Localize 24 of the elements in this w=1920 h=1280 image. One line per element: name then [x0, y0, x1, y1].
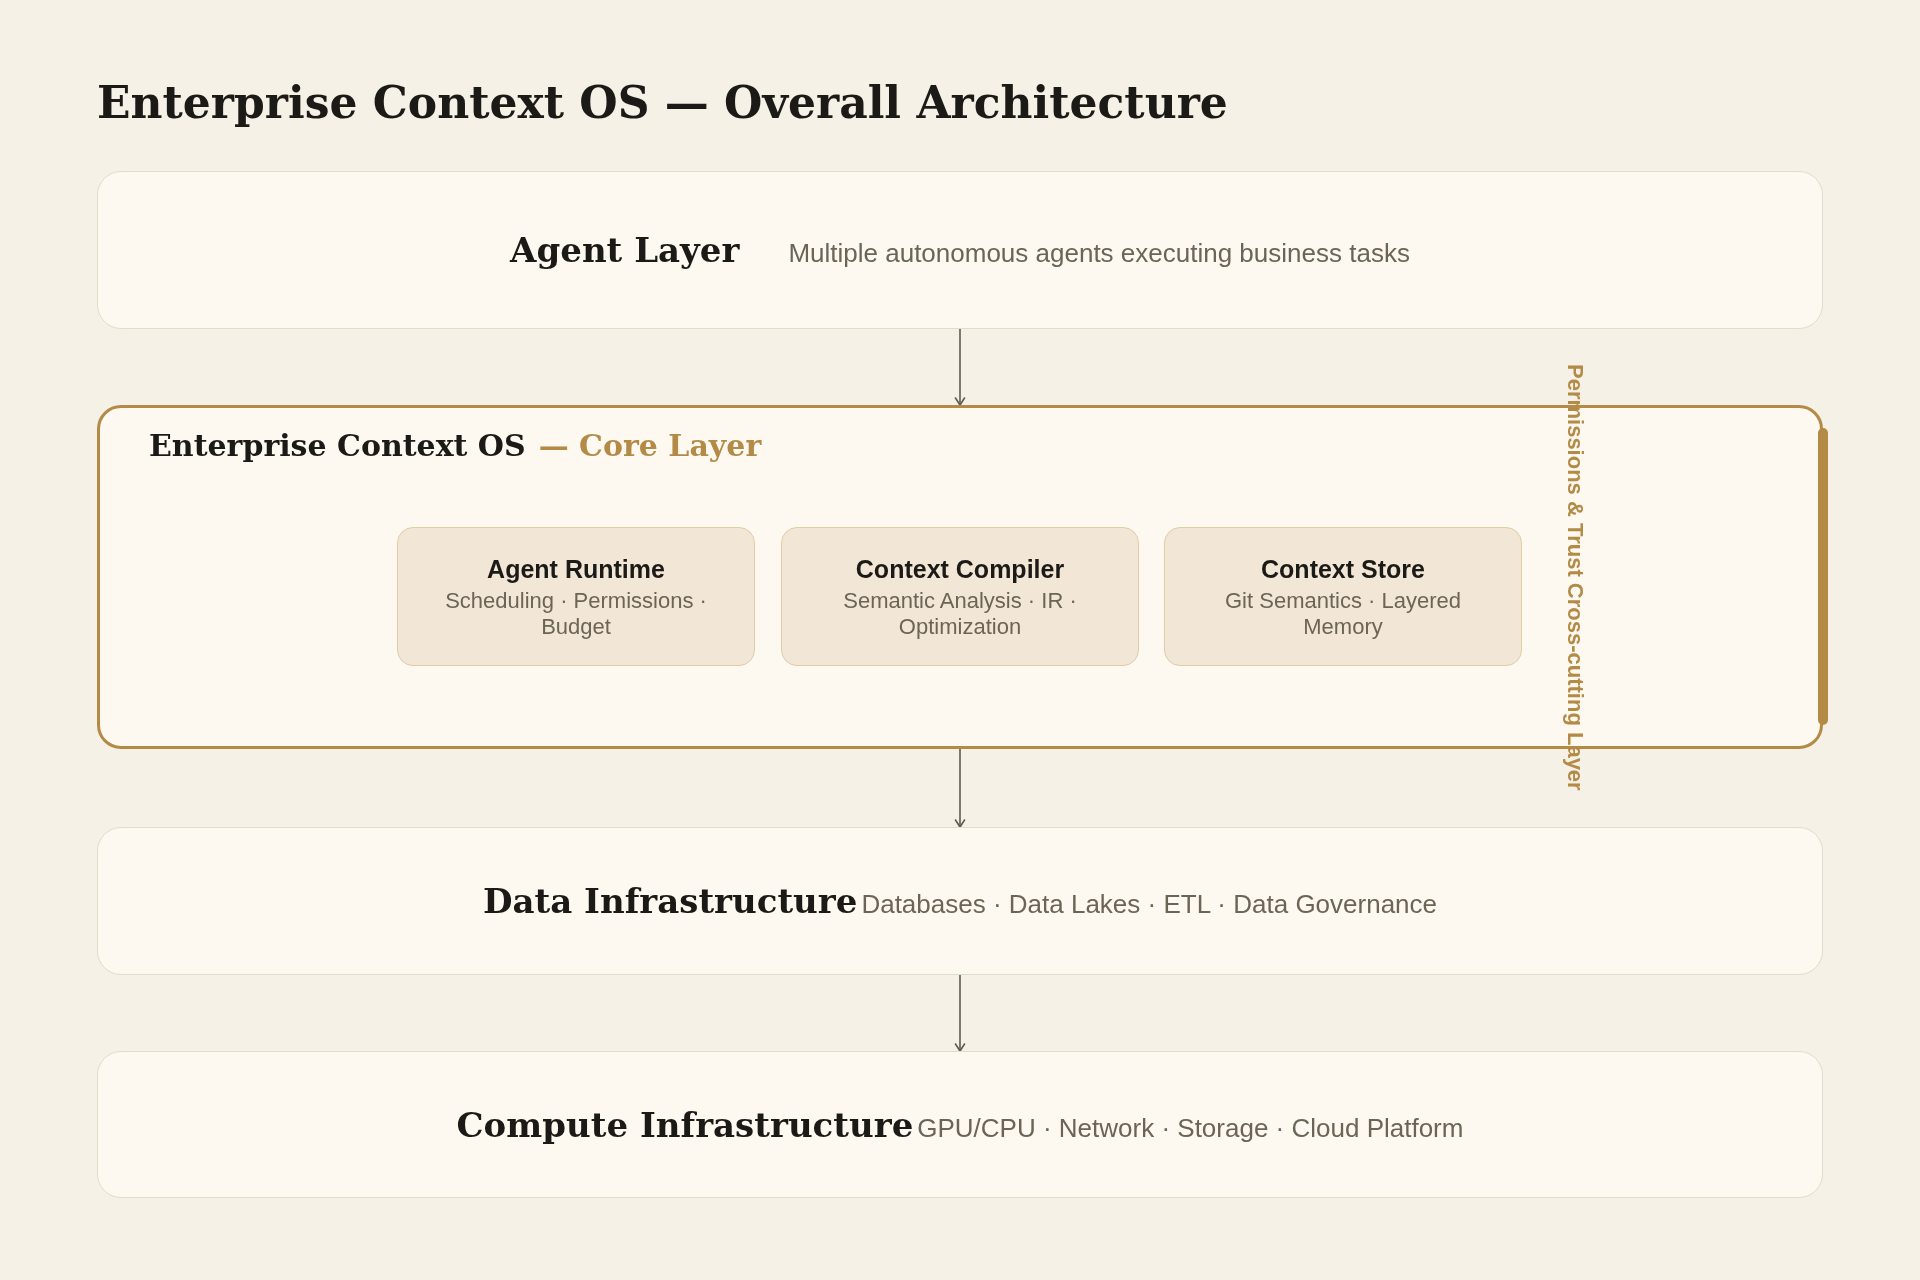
layer-heading: Agent Layer	[510, 229, 740, 271]
layer-heading: Data Infrastructure	[482, 880, 858, 922]
module-description: Git Semantics · Layered Memory	[1224, 587, 1462, 640]
arrow	[954, 328, 966, 406]
module-title: Context Compiler	[855, 553, 1065, 584]
module-card	[1164, 527, 1522, 666]
module-title: Agent Runtime	[487, 553, 665, 584]
layer-description: Databases · Data Lakes · ETL · Data Governance	[861, 888, 1438, 920]
module-title: Context Store	[1261, 553, 1425, 584]
module-description: Scheduling · Permissions · Budget	[444, 587, 708, 640]
layer-panel	[97, 171, 1823, 329]
arrow	[954, 974, 966, 1052]
group-title: Enterprise Context OS	[149, 427, 526, 465]
layer-description: GPU/CPU · Network · Storage · Cloud Platform	[917, 1111, 1464, 1144]
module-card	[397, 527, 755, 666]
layer-panel	[97, 1051, 1823, 1198]
layer-description: Multiple autonomous agents executing business tasks	[788, 237, 1410, 269]
module-description: Semantic Analysis · IR · Optimization	[842, 587, 1078, 640]
layer-heading: Compute Infrastructure	[456, 1103, 914, 1146]
layer-panel	[97, 827, 1823, 975]
module-card	[781, 527, 1139, 666]
arrow	[954, 748, 966, 828]
diagram-title: Enterprise Context OS — Overall Architecture	[97, 76, 1228, 130]
group-title-accent: — Core Layer	[538, 427, 762, 465]
